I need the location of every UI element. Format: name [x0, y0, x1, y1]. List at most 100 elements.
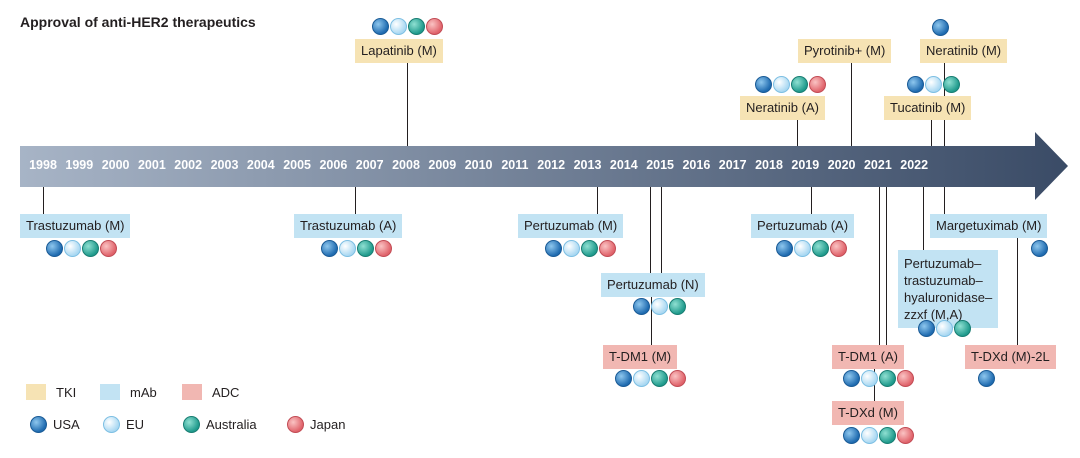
legend-tki-label: TKI: [56, 384, 77, 400]
connector-line: [1017, 238, 1018, 345]
usa-icon: [30, 416, 47, 433]
approval-pertuzumab-n: Pertuzumab (N): [601, 273, 705, 297]
year-2021: 2021: [863, 158, 892, 172]
connector-line: [650, 187, 651, 273]
year-2008: 2008: [392, 158, 420, 172]
usa-icon: [46, 240, 63, 257]
adc-swatch: [182, 384, 202, 400]
eu-icon: [563, 240, 580, 257]
australia-icon: [879, 370, 896, 387]
region-dots-pertuzumab-m: [545, 240, 616, 257]
approval-tdxd-m: T-DXd (M): [832, 401, 904, 425]
japan-icon: [809, 76, 826, 93]
usa-icon: [321, 240, 338, 257]
usa-icon: [843, 370, 860, 387]
usa-icon: [907, 76, 924, 93]
approval-margetuximab-m: Margetuximab (M): [930, 214, 1048, 238]
approval-tucatinib-m: Tucatinib (M): [884, 96, 972, 120]
australia-icon: [943, 76, 960, 93]
usa-icon: [978, 370, 995, 387]
usa-icon: [918, 320, 935, 337]
legend-eu: EU: [103, 416, 144, 433]
usa-icon: [545, 240, 562, 257]
region-dots-tdm1-m: [615, 370, 686, 387]
year-2007: 2007: [355, 158, 384, 172]
year-2013: 2013: [573, 158, 602, 172]
australia-icon: [669, 298, 686, 315]
australia-icon: [879, 427, 896, 444]
year-1999: 1999: [65, 158, 94, 172]
approval-tdm1-m: T-DM1 (M): [603, 345, 678, 369]
eu-icon: [633, 370, 650, 387]
legend-eu-label: EU: [126, 417, 145, 432]
japan-icon: [669, 370, 686, 387]
connector-line: [811, 187, 812, 214]
approval-neratinib-m: Neratinib (M): [920, 39, 1008, 63]
region-dots-tdm1-a: [843, 370, 914, 387]
approval-tdm1-a: T-DM1 (A): [832, 345, 904, 369]
connector-line: [923, 187, 924, 250]
year-2015: 2015: [646, 158, 674, 172]
region-dots-pertuzumab-trastuzumab: [918, 320, 971, 337]
year-2017: 2017: [718, 158, 747, 172]
eu-icon: [936, 320, 953, 337]
connector-line: [944, 187, 945, 214]
region-dots-neratinib-m: [932, 19, 949, 36]
usa-icon: [615, 370, 632, 387]
region-dots-tdxd-m-2l: [978, 370, 995, 387]
connector-line: [43, 187, 44, 214]
japan-icon: [897, 370, 914, 387]
mab-swatch: [100, 384, 120, 400]
japan-icon: [100, 240, 117, 257]
connector-line: [797, 120, 798, 146]
year-2010: 2010: [464, 158, 493, 172]
legend-japan-label: Japan: [310, 417, 346, 432]
japan-icon: [287, 416, 304, 433]
legend-mab: mAb: [100, 384, 157, 400]
year-2009: 2009: [428, 158, 457, 172]
australia-icon: [812, 240, 829, 257]
usa-icon: [755, 76, 772, 93]
year-2006: 2006: [319, 158, 348, 172]
eu-icon: [64, 240, 81, 257]
approval-pertuzumab-trastuzumab: Pertuzumab– trastuzumab– hyaluronidase– …: [898, 250, 999, 328]
year-1998: 1998: [29, 158, 57, 172]
connector-line: [879, 187, 880, 345]
usa-icon: [633, 298, 650, 315]
legend-australia-label: Australia: [206, 417, 257, 432]
tki-swatch: [26, 384, 46, 400]
australia-icon: [183, 416, 200, 433]
australia-icon: [954, 320, 971, 337]
figure-title: Approval of anti-HER2 therapeutics: [20, 14, 256, 30]
japan-icon: [426, 18, 443, 35]
approval-trastuzumab-a: Trastuzumab (A): [294, 214, 403, 238]
year-2001: 2001: [137, 158, 166, 172]
connector-line: [886, 187, 887, 345]
region-dots-pertuzumab-n: [633, 298, 686, 315]
year-2014: 2014: [609, 158, 638, 172]
japan-icon: [897, 427, 914, 444]
year-2019: 2019: [791, 158, 820, 172]
year-2004: 2004: [246, 158, 275, 172]
eu-icon: [390, 18, 407, 35]
year-2016: 2016: [682, 158, 711, 172]
year-2000: 2000: [101, 158, 130, 172]
connector-line: [851, 63, 852, 146]
eu-icon: [861, 370, 878, 387]
eu-icon: [925, 76, 942, 93]
region-dots-tucatinib-m: [907, 76, 960, 93]
approval-lapatinib-m: Lapatinib (M): [355, 39, 443, 63]
region-dots-neratinib-a: [755, 76, 826, 93]
approval-pyrotinib-m: Pyrotinib+ (M): [798, 39, 892, 63]
connector-line: [597, 187, 598, 214]
approval-neratinib-a: Neratinib (A): [740, 96, 825, 120]
australia-icon: [408, 18, 425, 35]
year-2022: 2022: [900, 158, 929, 172]
approval-trastuzumab-m: Trastuzumab (M): [20, 214, 131, 238]
australia-icon: [581, 240, 598, 257]
usa-icon: [372, 18, 389, 35]
approval-pertuzumab-a: Pertuzumab (A): [751, 214, 855, 238]
region-dots-trastuzumab-a: [321, 240, 392, 257]
usa-icon: [843, 427, 860, 444]
